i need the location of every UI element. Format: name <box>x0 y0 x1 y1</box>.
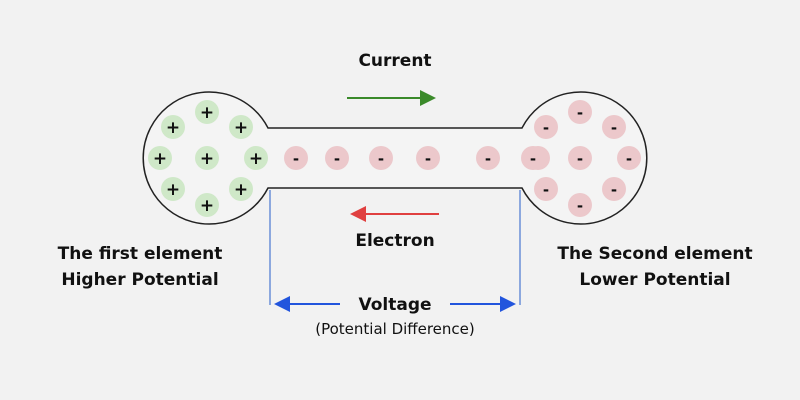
wire-electron: - <box>284 146 308 170</box>
svg-text:-: - <box>378 150 384 168</box>
svg-text:-: - <box>577 197 583 215</box>
negative-charge: - <box>602 115 626 139</box>
negative-charge: - <box>617 146 641 170</box>
svg-text:-: - <box>611 181 617 199</box>
svg-text:-: - <box>485 150 491 168</box>
positive-charge: + <box>195 146 219 170</box>
svg-text:-: - <box>334 150 340 168</box>
electron-label: Electron <box>355 231 435 251</box>
svg-text:-: - <box>425 150 431 168</box>
current-label: Current <box>358 51 432 71</box>
negative-charge: - <box>568 146 592 170</box>
wire-electron: - <box>416 146 440 170</box>
svg-text:+: + <box>200 103 214 123</box>
svg-text:+: + <box>153 149 167 169</box>
positive-charge: + <box>161 115 185 139</box>
positive-charge: + <box>148 146 172 170</box>
svg-text:+: + <box>234 118 248 138</box>
positive-charge: + <box>244 146 268 170</box>
negative-charge: - <box>568 193 592 217</box>
first-element-potential: Higher Potential <box>61 270 219 290</box>
negative-charge: - <box>521 146 545 170</box>
negative-charge: - <box>534 115 558 139</box>
second-element-label: The Second element Lower Potential <box>545 241 765 293</box>
positive-charge: + <box>229 115 253 139</box>
positive-charge: + <box>229 177 253 201</box>
svg-text:-: - <box>626 150 632 168</box>
wire-electron: - <box>476 146 500 170</box>
svg-text:-: - <box>577 150 583 168</box>
negative-charge: - <box>534 177 558 201</box>
positive-charge: + <box>195 193 219 217</box>
negative-charge: - <box>602 177 626 201</box>
potential-difference-label: (Potential Difference) <box>315 320 475 338</box>
first-element-name: The first element <box>57 244 223 264</box>
svg-text:+: + <box>200 196 214 216</box>
positive-charge: + <box>161 177 185 201</box>
positive-charge: + <box>195 100 219 124</box>
svg-text:+: + <box>249 149 263 169</box>
conductor-outline <box>142 91 648 225</box>
svg-text:-: - <box>543 119 549 137</box>
svg-text:+: + <box>234 180 248 200</box>
svg-text:-: - <box>293 150 299 168</box>
wire-electron: - <box>325 146 349 170</box>
svg-text:-: - <box>611 119 617 137</box>
svg-text:+: + <box>166 180 180 200</box>
wire-electron: - <box>369 146 393 170</box>
first-element-label: The first element Higher Potential <box>40 241 240 293</box>
voltage-label: Voltage <box>358 295 432 315</box>
svg-text:-: - <box>530 150 536 168</box>
second-element-name: The Second element <box>557 244 753 264</box>
svg-text:-: - <box>543 181 549 199</box>
svg-text:+: + <box>166 118 180 138</box>
svg-text:-: - <box>577 104 583 122</box>
second-element-potential: Lower Potential <box>579 270 731 290</box>
negative-charge: - <box>568 100 592 124</box>
svg-text:+: + <box>200 149 214 169</box>
